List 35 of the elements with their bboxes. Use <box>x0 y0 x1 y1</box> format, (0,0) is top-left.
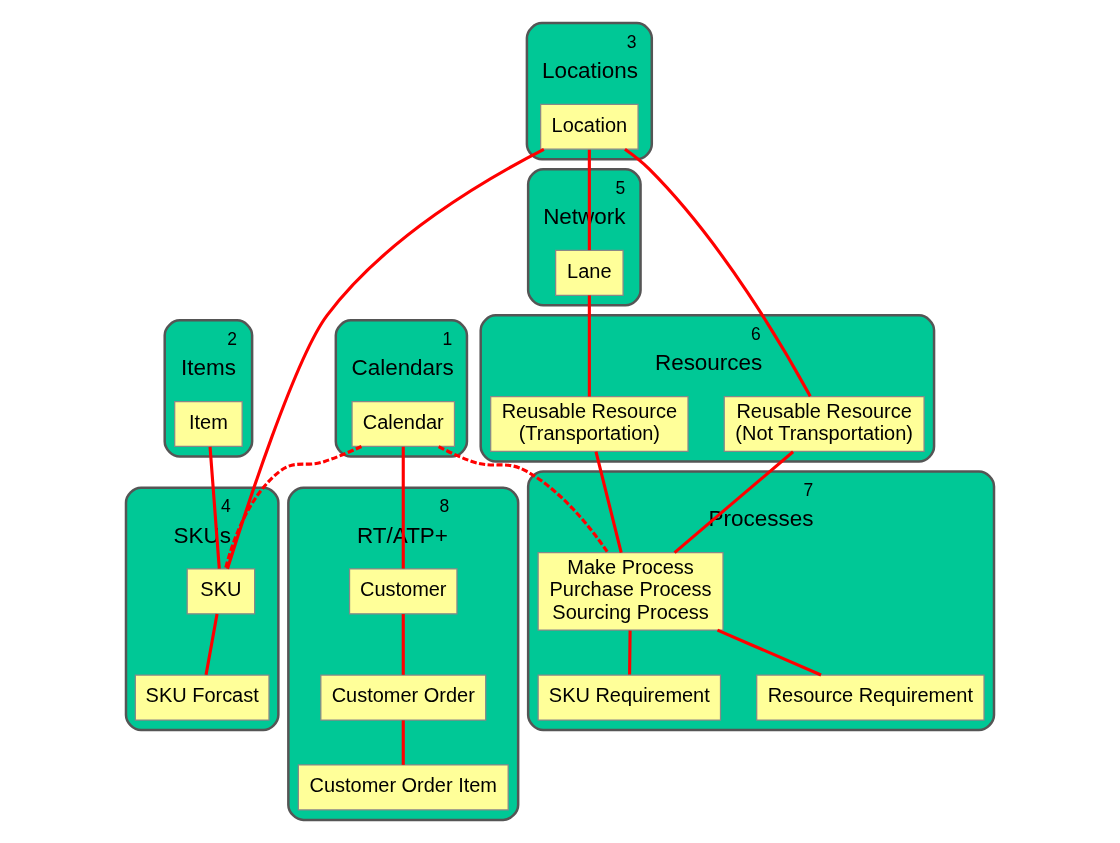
node-label: 4 <box>220 496 231 517</box>
node-box: Resource Requirement <box>756 674 985 721</box>
node-box: SKU <box>186 568 256 615</box>
connector <box>224 445 363 569</box>
node-label: 2 <box>227 328 237 349</box>
node-box: Reusable Resource (Not Transportation) <box>723 395 925 453</box>
node-box: Calendar <box>351 400 456 448</box>
connector <box>204 613 219 676</box>
connector <box>437 445 609 554</box>
node-label: 7 <box>803 480 814 501</box>
node-label: 6 <box>751 323 761 344</box>
node-label: 3 <box>626 31 637 52</box>
connector <box>628 630 632 675</box>
node-label: 1 <box>442 328 453 349</box>
connector <box>716 628 822 677</box>
connector <box>401 446 405 569</box>
node-label: 5 <box>615 177 626 198</box>
connector <box>401 614 405 675</box>
node-box: Location <box>540 103 639 150</box>
connector <box>624 148 812 398</box>
connector <box>401 720 405 765</box>
node-box: SKU Requirement <box>537 674 722 721</box>
node-box: Customer Order <box>320 674 487 721</box>
connector <box>587 295 591 397</box>
node-box: Customer <box>348 568 458 615</box>
connector <box>208 446 221 569</box>
node-box: Item <box>174 400 243 448</box>
connector <box>226 148 545 570</box>
connector <box>587 149 591 251</box>
node-box: Reusable Resource (Transportation) <box>490 395 689 453</box>
node-label: 8 <box>439 496 450 517</box>
node-box: Make Process Purchase Process Sourcing Process <box>537 552 724 631</box>
node-box: Customer Order Item <box>297 764 509 811</box>
node-box: Lane <box>555 249 624 296</box>
node-box: SKU Forcast <box>134 674 270 721</box>
